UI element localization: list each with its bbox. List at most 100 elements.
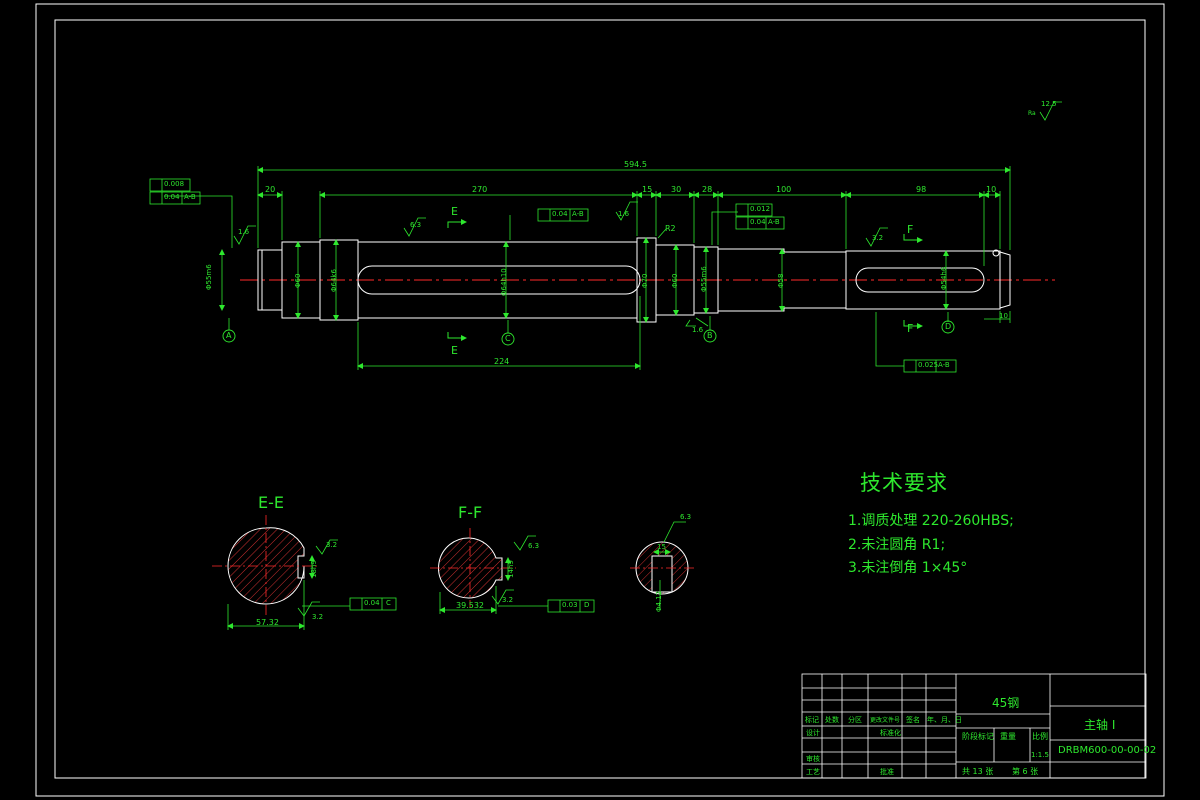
roughness-4: 3.2 [872, 234, 884, 242]
roughness-5: 1.6 [692, 326, 704, 334]
tech-requirement-3: 3.未注倒角 1×45° [848, 560, 968, 576]
dim-d7: Φ55m6 [700, 266, 708, 292]
tb-scale-label: 比例 [1032, 732, 1048, 741]
dim-end-10: 10 [999, 312, 1008, 320]
title-block [801, 673, 1147, 779]
dim-100: 100 [776, 185, 792, 194]
tb-header-3: 更改文件号 [870, 717, 901, 724]
dim-d6: Φ60 [671, 273, 679, 288]
outer-frame [35, 3, 1165, 797]
inner-frame [54, 19, 1146, 779]
tb-weight-label: 重量 [1000, 732, 1016, 741]
roughness-general: 12.5 [1041, 100, 1057, 108]
cut-f-bottom: F [907, 322, 914, 335]
tb-review: 审核 [806, 755, 820, 763]
dim-d4: Φ64h10 [500, 268, 508, 296]
dim-overall: 594.5 [624, 160, 647, 169]
tb-stage-label: 阶段标记 [962, 732, 994, 741]
dimension-lines [164, 166, 1011, 370]
tol-mid-runout-ref: A-B [572, 210, 584, 218]
section-e-label: E-E [258, 493, 284, 512]
dim-224: 224 [494, 357, 510, 366]
tol-ff-ref: D [584, 601, 590, 609]
dim-30: 30 [671, 185, 682, 194]
roughness-8: 6.3 [528, 542, 540, 550]
tol-left-cyl: 0.008 [164, 180, 185, 188]
roughness-7: 3.2 [312, 613, 324, 621]
roughness-6: 3.2 [326, 541, 338, 549]
dim-detail-w: 15 [657, 543, 666, 551]
tol-ff-val: 0.03 [562, 601, 578, 609]
dim-10: 10 [986, 185, 997, 194]
roughness-2: 6.3 [410, 221, 422, 229]
dim-d9: Φ54h6 [940, 266, 948, 290]
datum-b: B [707, 331, 713, 340]
tb-approve: 批准 [880, 768, 894, 776]
cut-e-top: E [451, 205, 458, 218]
datum-a: A [226, 331, 232, 340]
cut-f-top: F [907, 223, 914, 236]
tb-part-name: 主轴 I [1084, 718, 1116, 732]
dim-d5: Φ70 [641, 273, 649, 288]
roughness-3: 1.6 [618, 210, 630, 218]
keyway-right [855, 267, 985, 293]
dim-20: 20 [265, 185, 276, 194]
tb-process: 工艺 [806, 768, 820, 776]
main-shaft-view [240, 237, 1055, 323]
tb-header-5: 年、月、日 [927, 716, 962, 724]
datum-c: C [505, 334, 511, 343]
dim-r2: R2 [665, 224, 676, 233]
dim-ee-key: 18h9 [310, 560, 318, 578]
dim-98: 98 [916, 185, 927, 194]
roughness-general-prefix: Ra [1028, 110, 1036, 117]
dim-d2: Φ60 [294, 273, 302, 288]
tb-sheet-no: 第 6 张 [1012, 767, 1039, 776]
tolerance-frame-boxes [149, 178, 957, 373]
tol-right-runout-val: 0.04 [750, 218, 766, 226]
tol-mid-runout-val: 0.04 [552, 210, 568, 218]
tol-left-runout-ref: A-B [184, 193, 196, 201]
tb-header-0: 标记 [805, 716, 819, 724]
roughness-symbols [233, 101, 1062, 327]
section-f-view [430, 528, 595, 614]
tol-left-runout-val: 0.04 [164, 193, 180, 201]
section-e-view [212, 515, 397, 630]
tb-sheets-total: 共 13 张 [962, 767, 994, 776]
dim-ff-key: 14h9 [507, 560, 515, 578]
dim-15: 15 [642, 185, 653, 194]
tb-scale: 1:1.5 [1031, 751, 1049, 759]
tol-ee-ref: C [386, 599, 391, 607]
tb-design: 设计 [806, 729, 820, 737]
tech-requirements-title: 技术要求 [860, 471, 948, 495]
dim-d1: Φ55m6 [205, 264, 213, 290]
keyway-left [357, 265, 641, 295]
cut-e-bottom: E [451, 344, 458, 357]
tb-header-2: 分区 [848, 716, 862, 724]
dim-28: 28 [702, 185, 713, 194]
tb-header-1: 处数 [825, 716, 839, 724]
tol-bottom-runout-val: 0.025 [918, 361, 939, 369]
dim-d8: Φ58 [777, 273, 785, 288]
tol-right-cyl: 0.012 [750, 205, 771, 213]
tol-ee-val: 0.04 [364, 599, 380, 607]
tol-bottom-runout-ref: A-B [938, 361, 950, 369]
dim-270: 270 [472, 185, 488, 194]
roughness-9: 3.2 [502, 596, 514, 604]
tb-header-4: 签名 [906, 716, 920, 724]
roughness-1: 1.6 [238, 228, 250, 236]
datum-markers [222, 320, 955, 346]
roughness-10: 6.3 [680, 513, 692, 521]
detail-view [630, 521, 696, 610]
tb-standard: 标准化 [880, 729, 901, 737]
dim-ee: 57.32 [256, 618, 279, 627]
tb-drawing-no: DRBM600-00-00-02 [1058, 745, 1157, 756]
tb-material: 45钢 [992, 696, 1020, 710]
section-cut-markers [447, 219, 923, 341]
section-f-label: F-F [458, 503, 483, 522]
dim-d3: Φ64k6 [330, 269, 338, 292]
tol-right-runout-ref: A-B [768, 218, 780, 226]
tech-requirement-2: 2.未注圆角 R1; [848, 537, 946, 553]
tech-requirement-1: 1.调质处理 220-260HBS; [848, 513, 1014, 529]
dim-detail: Φ4.12 [655, 590, 663, 612]
